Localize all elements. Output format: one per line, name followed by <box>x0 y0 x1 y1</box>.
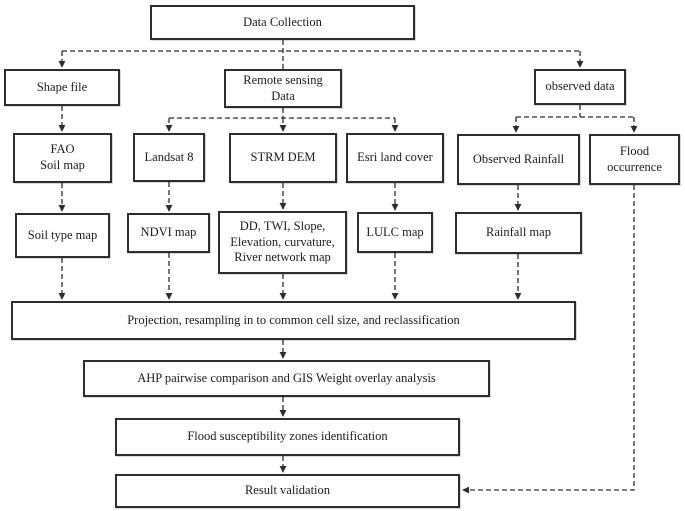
node-ahp-analysis: AHP pairwise comparison and GIS Weight o… <box>83 360 490 397</box>
node-landsat-8: Landsat 8 <box>133 133 205 182</box>
node-observed-data: observed data <box>534 69 626 105</box>
node-flood-zones-identification: Flood susceptibility zones identificatio… <box>115 418 460 456</box>
node-soil-type-map: Soil type map <box>15 213 110 258</box>
node-rainfall-map-label: Rainfall map <box>486 225 551 240</box>
node-lulc-map-label: LULC map <box>366 224 424 239</box>
node-data-collection-label: Data Collection <box>243 14 322 29</box>
edge-floodoccurrence-result-arrow <box>462 185 635 494</box>
node-esri-land-cover-label: Esri land cover <box>357 150 433 165</box>
node-soil-type-map-label: Soil type map <box>27 227 98 242</box>
node-ndvi-map-label: NDVI map <box>140 225 197 240</box>
node-landsat-8-label: Landsat 8 <box>144 149 194 164</box>
node-esri-land-cover: Esri land cover <box>346 133 444 183</box>
node-derived-maps: DD, TWI, Slope, Elevation, curvature, Ri… <box>218 211 347 274</box>
node-fao-soil-map-label: FAO Soil map <box>40 142 85 172</box>
node-ahp-analysis-label: AHP pairwise comparison and GIS Weight o… <box>137 370 436 385</box>
node-observed-rainfall-label: Observed Rainfall <box>472 151 565 166</box>
node-flood-occurrence: Flood occurrence <box>589 134 680 185</box>
node-result-validation-label: Result validation <box>244 483 331 498</box>
node-projection-resampling-label: Projection, resampling in to common cell… <box>127 312 460 327</box>
node-shape-file: Shape file <box>4 69 120 106</box>
node-observed-rainfall: Observed Rainfall <box>457 134 580 185</box>
node-strm-dem-label: STRM DEM <box>250 150 316 165</box>
node-observed-data-label: observed data <box>545 79 615 94</box>
node-derived-maps-label: DD, TWI, Slope, Elevation, curvature, Ri… <box>230 219 335 265</box>
node-remote-sensing-data: Remote sensing Data <box>224 69 342 108</box>
node-flood-zones-identification-label: Flood susceptibility zones identificatio… <box>187 429 388 444</box>
node-data-collection: Data Collection <box>150 5 415 40</box>
node-result-validation: Result validation <box>115 474 460 508</box>
node-fao-soil-map: FAO Soil map <box>13 133 112 183</box>
node-ndvi-map: NDVI map <box>127 213 210 253</box>
node-rainfall-map: Rainfall map <box>455 212 582 254</box>
node-remote-sensing-data-label: Remote sensing Data <box>243 72 323 103</box>
node-flood-occurrence-label: Flood occurrence <box>607 143 662 174</box>
node-projection-resampling: Projection, resampling in to common cell… <box>11 301 576 340</box>
node-lulc-map: LULC map <box>357 212 433 253</box>
node-strm-dem: STRM DEM <box>229 133 337 183</box>
node-shape-file-label: Shape file <box>36 79 88 94</box>
